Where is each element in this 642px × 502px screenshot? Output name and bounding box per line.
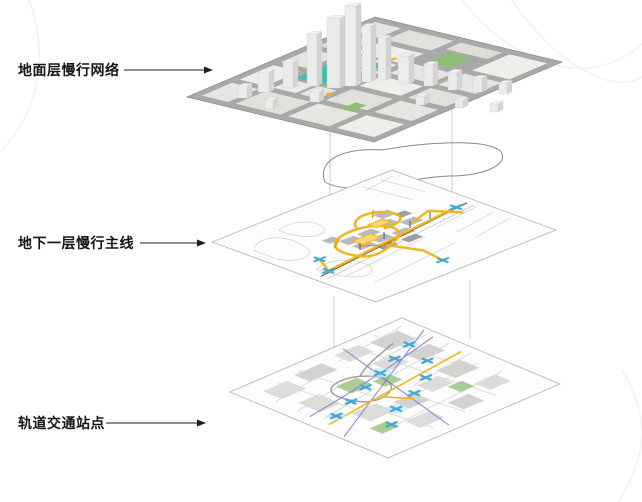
buildings-3d: [237, 3, 513, 113]
label-ground-network: 地面层慢行网络: [18, 62, 120, 78]
ground-layer-map: [187, 3, 562, 143]
building-3d: [489, 101, 504, 113]
building-3d: [397, 53, 415, 85]
rail-plane: [230, 318, 560, 458]
underground-station-crosses: [298, 202, 528, 292]
park-patches-green: [340, 52, 473, 112]
underground-parcel-lines: [228, 175, 523, 289]
building-3d: [423, 61, 439, 87]
leader-lines: [106, 66, 213, 427]
slow-mobility-mainline-network: [274, 193, 518, 287]
rail-slow-link-yellow: [310, 351, 493, 429]
label-rail-stations: 轨道交通站点: [18, 415, 105, 431]
building-3d: [264, 97, 279, 110]
building-3d: [306, 31, 323, 87]
building-3d: [257, 69, 275, 93]
building-3d: [377, 35, 392, 81]
building-3d: [237, 83, 253, 99]
building-3d: [344, 3, 362, 87]
building-3d: [415, 93, 430, 106]
underground-layer-map: [212, 142, 556, 302]
label-underground-mainline: 地下一层慢行主线: [18, 235, 134, 251]
building-3d: [282, 59, 299, 89]
building-3d: [472, 75, 488, 93]
building-3d: [447, 69, 463, 91]
building-3d: [454, 97, 469, 109]
building-3d: [309, 89, 325, 103]
rail-stations-map: [230, 318, 560, 458]
building-3d: [361, 23, 377, 83]
vertical-access-ticks: [359, 212, 431, 250]
slow-mobility-secondary-links: [305, 210, 426, 257]
building-3d: [326, 15, 346, 89]
rail-station-crosses: [279, 340, 505, 436]
building-3d: [498, 80, 513, 95]
